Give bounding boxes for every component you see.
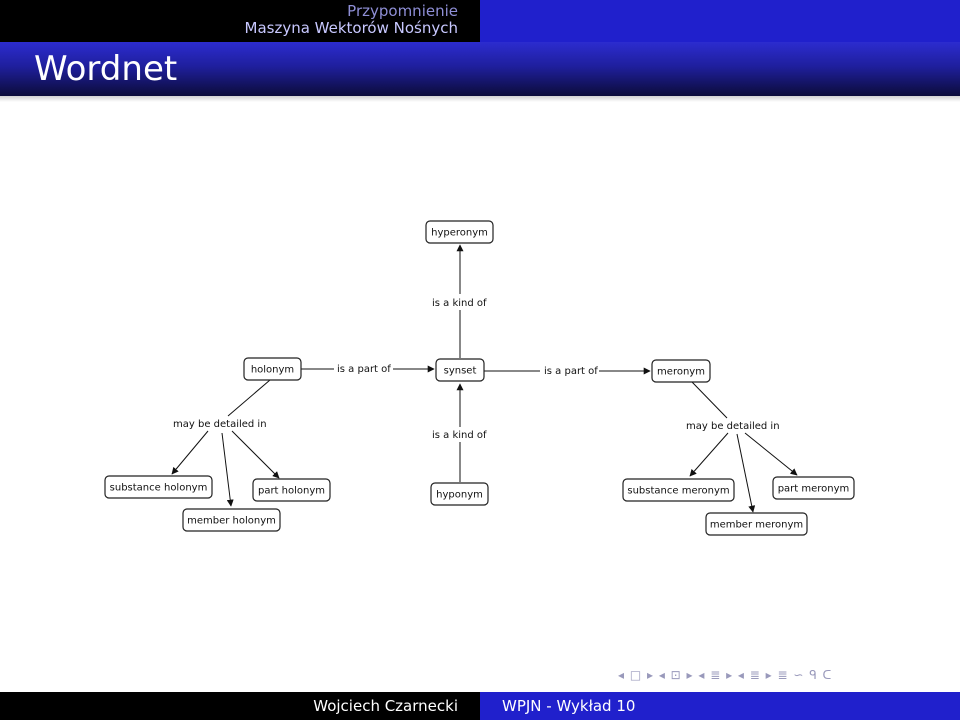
node-hyponym[interactable]: hyponym xyxy=(430,482,489,506)
node-part-holonym-label: part holonym xyxy=(258,486,325,497)
node-holonym-label: holonym xyxy=(251,365,294,376)
label-kind-of-bottom: is a kind of xyxy=(432,430,487,441)
node-substance-meronym[interactable]: substance meronym xyxy=(622,478,735,502)
node-member-meronym[interactable]: member meronym xyxy=(705,512,808,536)
edge-detail-member-meronym xyxy=(736,433,756,513)
beamer-navigation-icons[interactable]: ◂ □ ▸ ◂ ⊡ ▸ ◂ ≣ ▸ ◂ ≣ ▸ ≣ ∽ ᑫ ᑕ xyxy=(618,668,833,682)
node-part-meronym-label: part meronym xyxy=(778,484,850,495)
label-kind-of-top: is a kind of xyxy=(432,298,487,309)
label-part-of-left: is a part of xyxy=(337,364,391,375)
node-substance-holonym-label: substance holonym xyxy=(110,483,208,494)
node-synset[interactable]: synset xyxy=(435,358,485,382)
node-hyperonym[interactable]: hyperonym xyxy=(425,220,494,244)
node-member-holonym-label: member holonym xyxy=(187,516,276,527)
label-detailed-left: may be detailed in xyxy=(173,419,267,430)
header-left: Przypomnienie Maszyna Wektorów Nośnych xyxy=(0,0,480,42)
edge-detail-substance-holonym xyxy=(171,430,209,475)
node-meronym[interactable]: meronym xyxy=(651,359,711,383)
node-synset-label: synset xyxy=(444,366,477,377)
edge-detail-part-meronym xyxy=(744,432,798,476)
node-hyperonym-label: hyperonym xyxy=(431,228,488,239)
node-substance-holonym[interactable]: substance holonym xyxy=(104,475,213,499)
node-substance-meronym-label: substance meronym xyxy=(627,486,729,497)
node-member-holonym[interactable]: member holonym xyxy=(182,508,281,532)
footer-course: WPJN - Wykład 10 xyxy=(480,692,960,720)
node-part-holonym[interactable]: part holonym xyxy=(252,478,331,502)
node-member-meronym-label: member meronym xyxy=(710,520,803,531)
edge-detail-part-holonym xyxy=(231,430,280,479)
edge-detail-member-holonym xyxy=(221,432,234,507)
frame-title: Wordnet xyxy=(34,49,178,89)
edge-detail-substance-meronym xyxy=(689,432,729,477)
title-shadow xyxy=(0,96,960,102)
label-detailed-right: may be detailed in xyxy=(686,421,780,432)
subsection-title[interactable]: Maszyna Wektorów Nośnych xyxy=(244,19,459,37)
node-holonym[interactable]: holonym xyxy=(243,357,302,381)
footer-bar: Wojciech Czarnecki WPJN - Wykład 10 xyxy=(0,692,960,720)
header-bar: Przypomnienie Maszyna Wektorów Nośnych xyxy=(0,0,960,42)
node-meronym-label: meronym xyxy=(657,367,705,378)
node-part-meronym[interactable]: part meronym xyxy=(772,476,855,500)
edge-holonym-to-detail xyxy=(227,379,271,417)
node-hyponym-label: hyponym xyxy=(436,490,483,501)
frame-title-bar: Wordnet xyxy=(0,42,960,96)
header-right xyxy=(480,0,960,42)
section-title[interactable]: Przypomnienie xyxy=(347,2,458,20)
label-part-of-right: is a part of xyxy=(544,366,598,377)
edge-meronym-to-detail xyxy=(691,381,728,419)
footer-author: Wojciech Czarnecki xyxy=(0,692,480,720)
